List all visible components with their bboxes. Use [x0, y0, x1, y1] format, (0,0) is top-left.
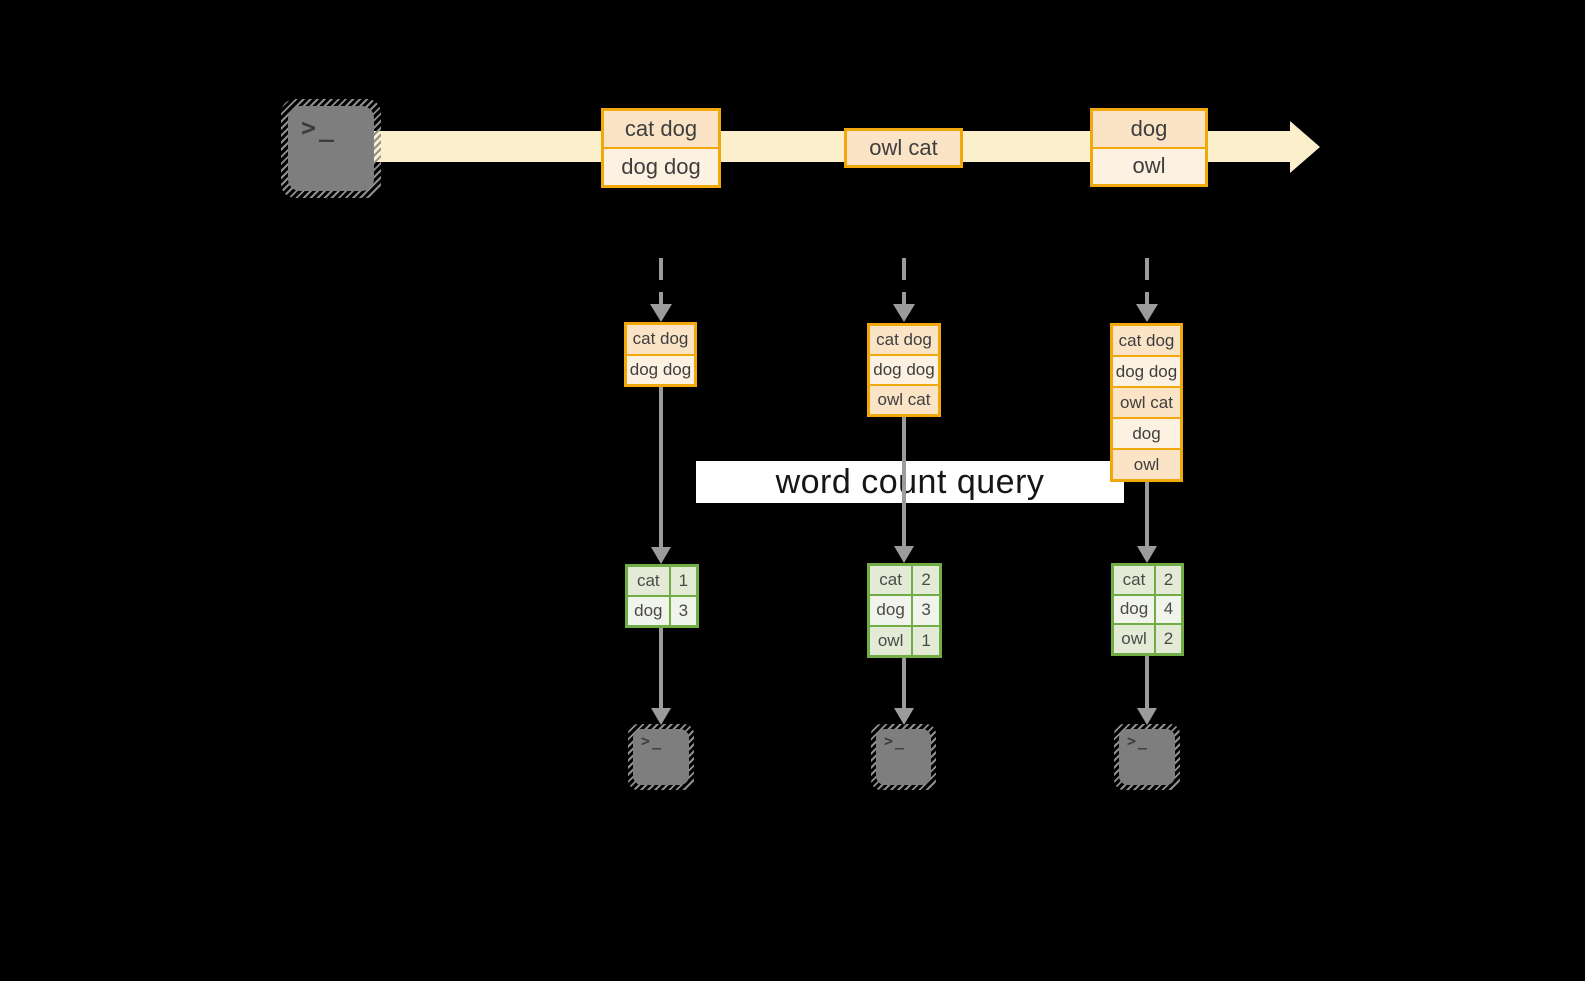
- count-cell: 3: [913, 596, 939, 625]
- stream-event-box-3: dog owl: [1090, 108, 1208, 187]
- terminal-icon: >_: [876, 729, 931, 785]
- word-cell: owl: [870, 626, 912, 655]
- event-line: owl: [1093, 148, 1205, 184]
- terminal-prompt-glyph: >_: [641, 732, 664, 750]
- arrowhead-icon: [1137, 708, 1157, 725]
- word-cell: cat: [628, 567, 669, 595]
- arrow-state-to-table-2: [902, 417, 906, 547]
- state-line: cat dog: [1113, 326, 1180, 355]
- state-line: dog: [1113, 419, 1180, 448]
- state-box-2: cat dog dog dog owl cat: [867, 323, 941, 417]
- state-line: owl cat: [1113, 388, 1180, 417]
- query-banner: word count query: [696, 461, 1124, 503]
- event-line: cat dog: [604, 111, 718, 147]
- word-cell: cat: [870, 566, 912, 595]
- word-cell: dog: [870, 596, 912, 625]
- arrowhead-icon: [651, 708, 671, 725]
- terminal-icon: >_: [1119, 729, 1175, 785]
- stream-arrowhead-icon: [1290, 121, 1320, 173]
- dashed-arrowhead-icon: [893, 304, 915, 322]
- terminal-consumer-icon-2: >_: [871, 724, 936, 790]
- dashed-arrow-3: [1145, 258, 1149, 306]
- arrowhead-icon: [894, 546, 914, 563]
- query-label: word count query: [775, 462, 1045, 501]
- state-line: dog dog: [1113, 357, 1180, 386]
- count-cell: 2: [1156, 566, 1181, 594]
- terminal-consumer-icon-1: >_: [628, 724, 694, 790]
- terminal-prompt-glyph: >_: [884, 732, 907, 750]
- terminal-producer-icon: >_: [281, 99, 381, 198]
- arrow-table-to-terminal-3: [1145, 656, 1149, 710]
- count-table-1: cat 1 dog 3: [625, 564, 699, 628]
- word-cell: cat: [1114, 566, 1154, 594]
- event-line: dog dog: [604, 149, 718, 185]
- dashed-arrowhead-icon: [650, 304, 672, 322]
- dashed-arrowhead-icon: [1136, 304, 1158, 322]
- stream-event-box-2: owl cat: [844, 128, 963, 168]
- state-box-3: cat dog dog dog owl cat dog owl: [1110, 323, 1183, 482]
- terminal-prompt-glyph: >_: [301, 113, 338, 142]
- arrowhead-icon: [651, 547, 671, 564]
- state-line: cat dog: [627, 325, 694, 354]
- word-cell: dog: [628, 597, 669, 625]
- state-line: dog dog: [870, 356, 938, 384]
- stream-event-box-1: cat dog dog dog: [601, 108, 721, 188]
- count-table-3: cat 2 dog 4 owl 2: [1111, 563, 1184, 656]
- dashed-arrow-1: [659, 258, 663, 306]
- word-cell: owl: [1114, 625, 1154, 653]
- event-line: dog: [1093, 111, 1205, 147]
- state-box-1: cat dog dog dog: [624, 322, 697, 387]
- count-cell: 1: [670, 567, 696, 595]
- arrow-table-to-terminal-1: [659, 628, 663, 710]
- terminal-icon: >_: [633, 729, 689, 785]
- arrowhead-icon: [894, 708, 914, 725]
- state-line: dog dog: [627, 355, 694, 384]
- terminal-icon: >_: [288, 106, 374, 191]
- arrow-state-to-table-1: [659, 387, 663, 548]
- arrow-table-to-terminal-2: [902, 658, 906, 710]
- count-cell: 4: [1156, 595, 1181, 624]
- count-cell: 2: [913, 566, 939, 595]
- word-cell: dog: [1114, 595, 1154, 624]
- dashed-arrow-2: [902, 258, 906, 306]
- terminal-prompt-glyph: >_: [1127, 732, 1150, 750]
- state-line: cat dog: [870, 326, 938, 354]
- event-line: owl cat: [847, 131, 960, 165]
- count-table-2: cat 2 dog 3 owl 1: [867, 563, 942, 658]
- count-cell: 3: [670, 597, 696, 625]
- state-line: owl: [1113, 450, 1180, 479]
- state-line: owl cat: [870, 386, 938, 414]
- count-cell: 1: [913, 626, 939, 655]
- count-cell: 2: [1156, 625, 1181, 653]
- arrowhead-icon: [1137, 546, 1157, 563]
- terminal-consumer-icon-3: >_: [1114, 724, 1180, 790]
- arrow-state-to-table-3: [1145, 482, 1149, 547]
